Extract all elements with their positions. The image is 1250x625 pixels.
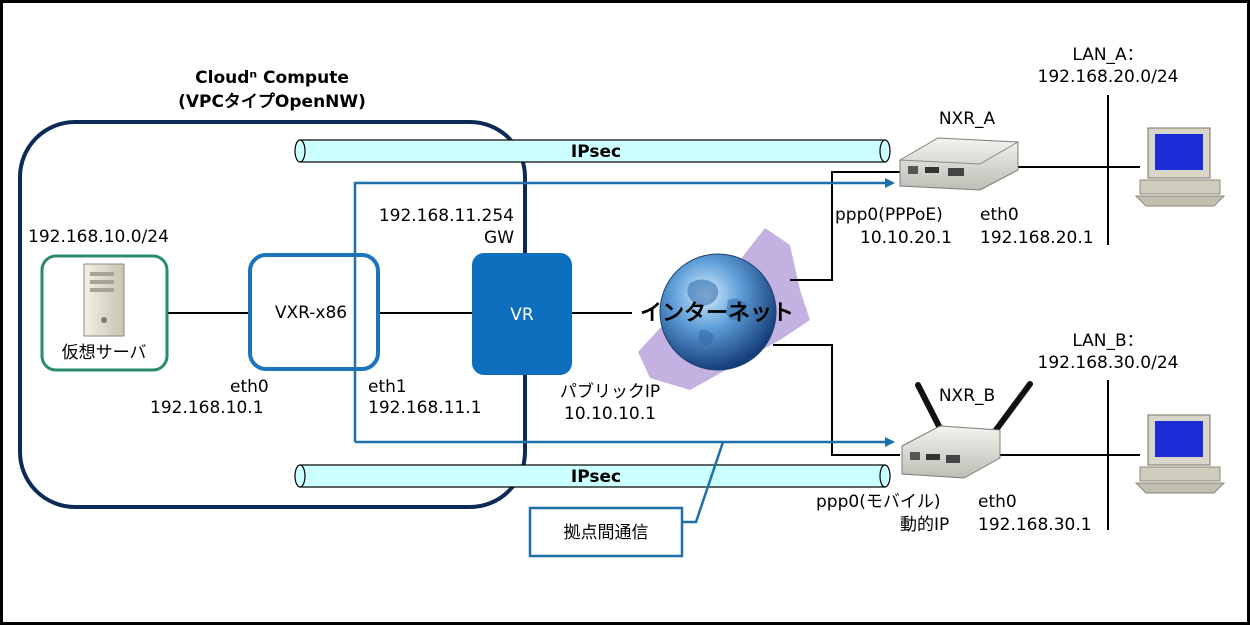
callout-label: 拠点間通信 <box>564 523 649 543</box>
nxr-a-eth-label: eth0 <box>980 205 1019 225</box>
vxr-label: VXR-x86 <box>275 303 347 323</box>
nxr-a-ppp-ip: 10.10.20.1 <box>860 228 952 248</box>
nxr-b-ppp-label: ppp0(モバイル) <box>816 492 940 512</box>
nxr-b-name: NXR_B <box>939 386 995 406</box>
lan-a-pc-icon <box>1134 127 1226 207</box>
gateway-label: GW <box>484 228 514 248</box>
cloud-title-line1: Cloudⁿ Compute <box>195 68 349 88</box>
globe-continents <box>687 279 747 346</box>
cloud-title-line2: (VPCタイプOpenNW) <box>178 91 366 112</box>
nxr-a-eth-ip: 192.168.20.1 <box>980 228 1094 248</box>
vr-label: VR <box>510 305 534 325</box>
nxr-b-eth-ip: 192.168.30.1 <box>978 515 1092 535</box>
nxr-a-name: NXR_A <box>939 109 996 129</box>
vr-box <box>472 253 572 375</box>
lan-b-label: LAN_B： <box>1072 331 1143 351</box>
gateway-ip: 192.168.11.254 <box>379 206 514 226</box>
globe-icon <box>659 253 777 371</box>
vxr-eth1-ip: 192.168.11.1 <box>368 398 482 418</box>
network-links <box>168 95 1140 530</box>
server-icon <box>83 263 125 337</box>
antenna-right-icon <box>987 381 1033 441</box>
ipsec-tunnel-bottom: IPsec <box>294 464 891 488</box>
lan-b-pc-icon <box>1134 414 1226 494</box>
lan-a-subnet: 192.168.20.0/24 <box>1038 67 1179 87</box>
callout-leader <box>682 441 725 524</box>
vxr-eth0-ip: 192.168.10.1 <box>150 398 264 418</box>
vr-public-ip-label: パブリックIP <box>560 381 660 402</box>
ipsec-top-label: IPsec <box>571 142 621 162</box>
flow-arrow-to-nxr-a <box>353 178 895 442</box>
nxr-b-router-icon <box>901 381 1033 479</box>
vr-public-ip: 10.10.10.1 <box>564 404 656 424</box>
site-to-site-flow <box>353 178 895 524</box>
nxr-a-router-icon <box>899 137 1019 191</box>
nxr-a-ppp-label: ppp0(PPPoE) <box>835 205 943 225</box>
ipsec-tunnel-top: IPsec <box>294 139 891 163</box>
link-internet-nxr-a <box>790 171 900 281</box>
lan-b-subnet: 192.168.30.0/24 <box>1038 353 1179 373</box>
internet-label: インターネット <box>640 301 794 326</box>
vxr-eth1-name: eth1 <box>368 377 407 397</box>
ipsec-bottom-label: IPsec <box>571 467 621 487</box>
server-subnet: 192.168.10.0/24 <box>28 227 169 247</box>
nxr-b-eth-label: eth0 <box>978 492 1017 512</box>
internet-cloud: インターネット <box>638 228 810 390</box>
link-internet-nxr-b <box>773 344 900 456</box>
server-label: 仮想サーバ <box>62 343 147 363</box>
vxr-eth0-name: eth0 <box>230 377 269 397</box>
callout-box <box>528 506 684 558</box>
vxr-x86-box <box>248 253 380 371</box>
nxr-b-ppp-ip: 動的IP <box>900 515 949 535</box>
lan-a-label: LAN_A： <box>1072 45 1143 65</box>
